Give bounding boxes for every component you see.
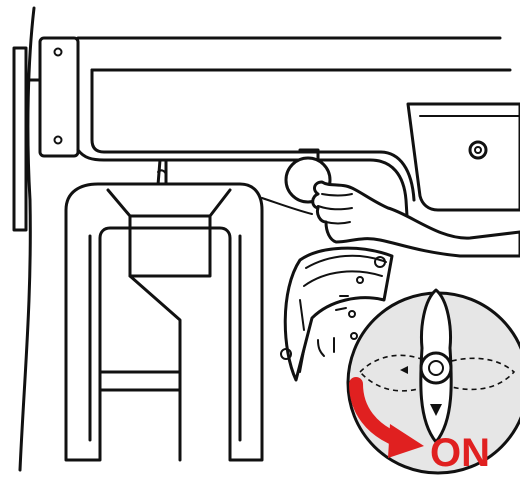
on-label: ON: [430, 431, 490, 475]
latch: [158, 160, 166, 185]
frame-left: [14, 8, 40, 470]
frame-handle: [66, 184, 262, 460]
zoom-callout: ON: [348, 290, 520, 475]
